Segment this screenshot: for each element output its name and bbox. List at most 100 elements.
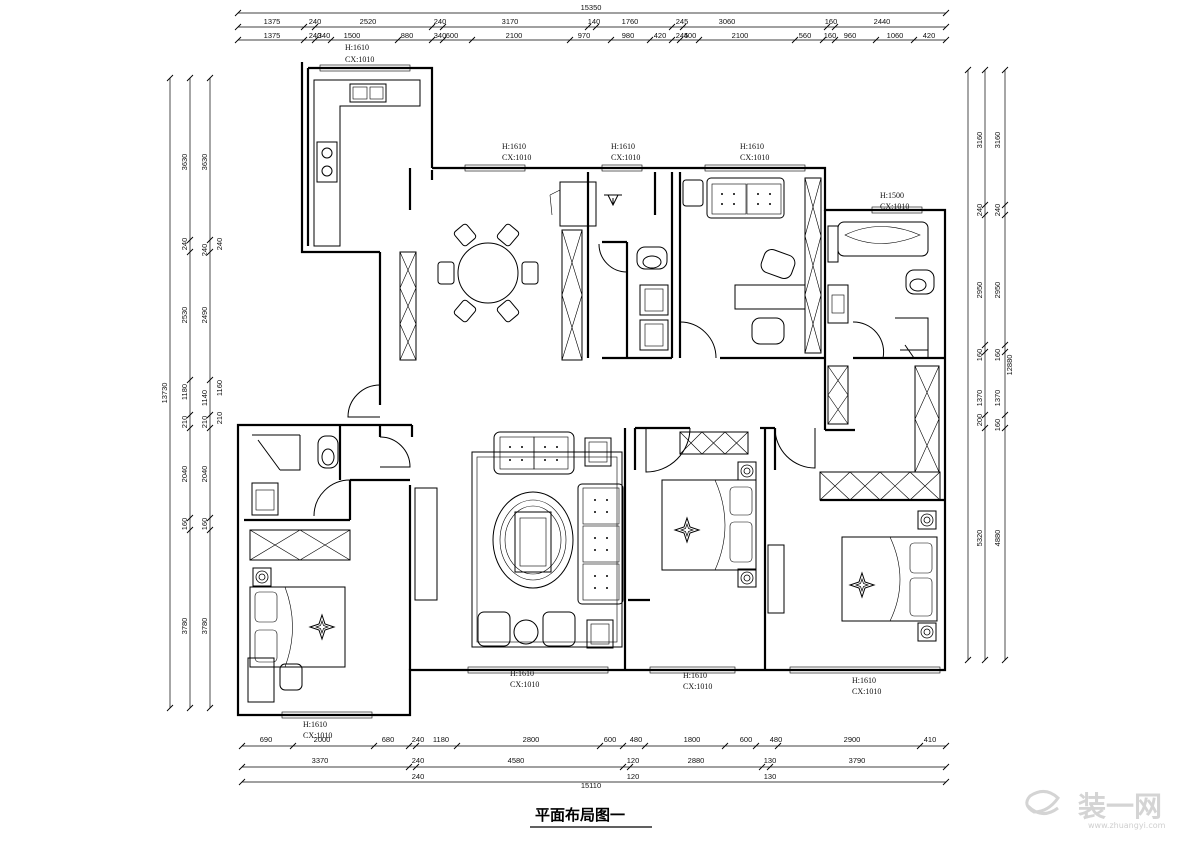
- dimension-value: 240: [412, 735, 425, 744]
- dimension-value: 240: [200, 244, 209, 257]
- dimension-value: 1375: [264, 31, 281, 40]
- kitchen: [313, 79, 421, 247]
- dimension-value: 1375: [264, 17, 281, 26]
- dimension-value: 210: [215, 412, 224, 425]
- bathroom-right: [827, 221, 935, 359]
- dimension-value: 3060: [719, 17, 736, 26]
- dimension-value: 880: [401, 31, 414, 40]
- svg-text:CX:1010: CX:1010: [880, 202, 909, 211]
- dim-top-overall: 15350: [581, 3, 602, 12]
- svg-text:H:1610: H:1610: [852, 676, 876, 685]
- dimension-value: 2000: [314, 735, 331, 744]
- door-swings: [313, 243, 929, 517]
- dimension-value: 160: [993, 349, 1002, 362]
- dimension-value: 1370: [975, 390, 984, 407]
- windows: [281, 64, 941, 719]
- dimension-value: 340: [318, 31, 331, 40]
- dining-area: [399, 181, 597, 361]
- dimension-value: 200: [975, 414, 984, 427]
- dimension-value: 1140: [200, 390, 209, 406]
- dimension-value: 240: [434, 17, 447, 26]
- sofa: [577, 483, 624, 605]
- dimension-value: 1760: [622, 17, 639, 26]
- toilet-icon: [636, 246, 668, 270]
- coffee-table: [514, 511, 552, 573]
- dimension-value: 1180: [180, 384, 189, 400]
- dimension-value: 960: [844, 31, 857, 40]
- dimension-value: 245: [676, 17, 689, 26]
- dimension-value: 210: [200, 416, 209, 429]
- dimension-value: 340: [434, 31, 447, 40]
- dimension-value: 560: [799, 31, 812, 40]
- dimension-value: 3630: [200, 154, 209, 171]
- svg-text:H:1610: H:1610: [683, 671, 707, 680]
- dimension-value: 980: [622, 31, 635, 40]
- rug: [471, 451, 623, 648]
- dimension-value: 160: [824, 31, 837, 40]
- bedroom-right: [819, 365, 941, 642]
- interior-walls: [244, 172, 945, 670]
- bedroom-middle: [661, 431, 785, 614]
- svg-text:CX:1010: CX:1010: [345, 55, 374, 64]
- svg-text:CX:1010: CX:1010: [683, 682, 712, 691]
- dimension-value: 245: [676, 31, 689, 40]
- bedroom-left: [247, 434, 351, 703]
- dimension-value: 1370: [993, 390, 1002, 407]
- watermark: 装一网 www.zhuangyi.com: [1025, 790, 1166, 830]
- dimension-value: 160: [200, 518, 209, 531]
- dimension-value: 680: [382, 735, 395, 744]
- dimension-value: 3170: [502, 17, 519, 26]
- dimension-value: 160: [180, 518, 189, 531]
- bathroom-top: [604, 194, 669, 351]
- dimension-value: 240: [309, 31, 322, 40]
- dimension-value: 3780: [180, 618, 189, 635]
- dimension-value: 120: [627, 756, 640, 765]
- dimension-value: 3780: [200, 618, 209, 635]
- dimension-value: 480: [770, 735, 783, 744]
- dimension-value: 3790: [849, 756, 866, 765]
- bathtub: [837, 221, 929, 257]
- dimension-value: 2100: [506, 31, 523, 40]
- watermark-brand: 装一网: [1078, 790, 1162, 823]
- bed: [661, 479, 757, 571]
- dimension-value: 4880: [993, 530, 1002, 547]
- dimension-ticks: [166, 9, 1009, 786]
- desk: [247, 657, 275, 703]
- desk: [734, 284, 806, 310]
- dimension-lines: [169, 12, 1006, 783]
- dimension-value: 160: [993, 419, 1002, 432]
- dimension-value: 130: [764, 772, 777, 781]
- tv-cabinet: [414, 487, 438, 601]
- svg-text:CX:1010: CX:1010: [611, 153, 640, 162]
- dimension-value: 240: [215, 238, 224, 251]
- dimension-value: 2100: [732, 31, 749, 40]
- drawing-title: 平面布局图一: [535, 806, 625, 824]
- dim-bottom-overall: 15110: [581, 781, 601, 790]
- svg-text:H:1500: H:1500: [880, 191, 904, 200]
- exterior-walls: [236, 62, 947, 717]
- dimension-value: 2040: [200, 466, 209, 483]
- dimension-value: 3160: [975, 132, 984, 149]
- dimension-value: 600: [740, 735, 753, 744]
- dimension-value: 4580: [508, 756, 525, 765]
- dimension-value: 410: [924, 735, 937, 744]
- desk-chair: [279, 663, 303, 691]
- dimension-value: 2880: [688, 756, 705, 765]
- dining-table: [457, 242, 519, 304]
- dimension-value: 1060: [887, 31, 904, 40]
